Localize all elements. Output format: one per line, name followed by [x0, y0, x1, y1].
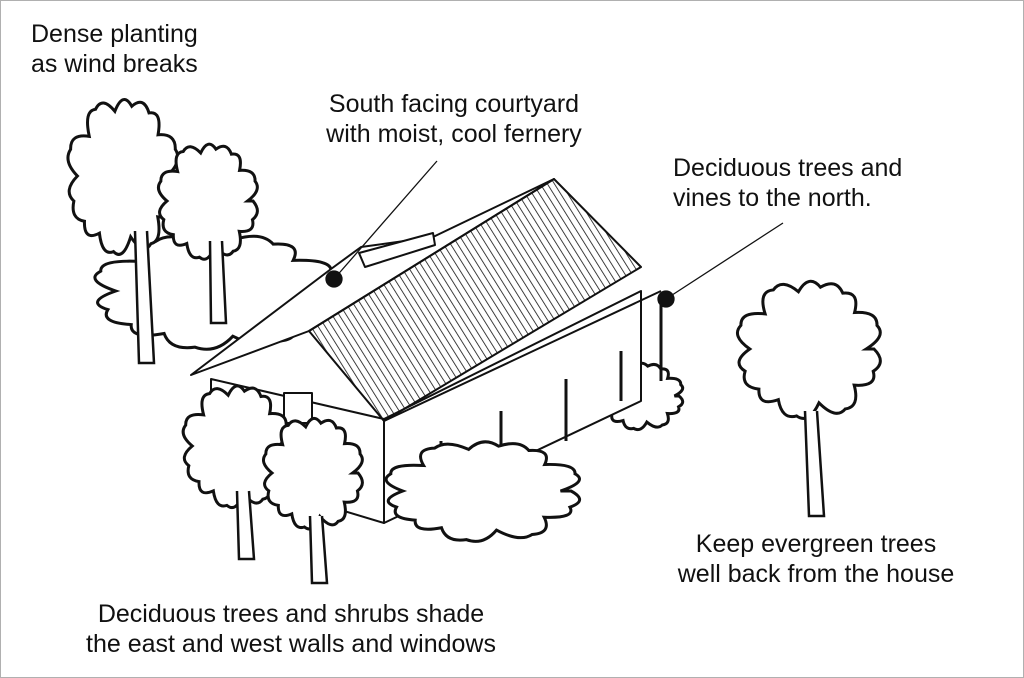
canopy	[66, 98, 180, 256]
shrub	[384, 440, 582, 543]
canopy	[156, 142, 259, 261]
canopy	[735, 279, 882, 420]
canopy	[384, 440, 582, 543]
label-courtyard: South facing courtyard with moist, cool …	[326, 90, 582, 148]
trunk	[235, 490, 256, 561]
tree	[181, 384, 291, 561]
tree	[156, 142, 259, 325]
label-east-west: Deciduous trees and shrubs shade the eas…	[86, 600, 496, 658]
trunk	[133, 230, 156, 365]
canopy	[261, 416, 364, 531]
trunk	[803, 410, 826, 518]
tree	[66, 98, 180, 365]
tree	[261, 416, 364, 585]
front-trees	[181, 279, 882, 585]
canopy	[181, 384, 291, 510]
corrugated-roof	[308, 178, 642, 422]
label-evergreen: Keep evergreen trees well back from the …	[677, 530, 955, 588]
evergreen-tree	[735, 279, 882, 518]
window	[283, 392, 313, 424]
trunk	[308, 515, 329, 585]
label-wind-breaks: Dense planting as wind breaks	[31, 20, 198, 78]
leader-lines	[325, 160, 784, 308]
trunk	[208, 240, 228, 325]
label-north: Deciduous trees and vines to the north.	[673, 154, 903, 212]
courtyard-skylight	[358, 232, 436, 268]
